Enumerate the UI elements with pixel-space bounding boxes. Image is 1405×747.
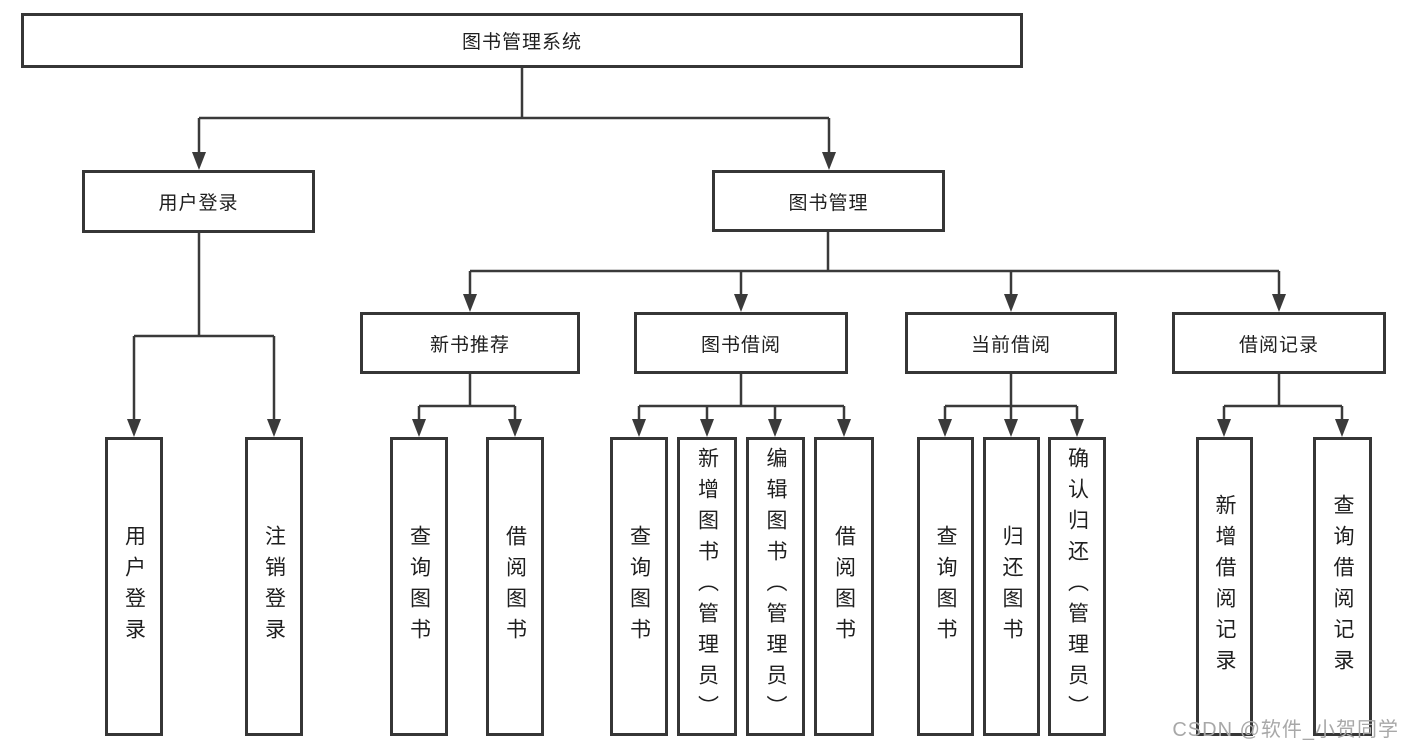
node-borrow-records: 借阅记录 xyxy=(1172,312,1386,374)
leaf-query-books-borrow: 查询图书 xyxy=(610,437,668,736)
node-book-management: 图书管理 xyxy=(712,170,945,232)
node-label: 查询图书 xyxy=(934,524,957,649)
node-label: 查询借阅记录 xyxy=(1331,493,1354,680)
leaf-edit-books-admin: 编辑图书（管理员） xyxy=(746,437,805,736)
node-label: 借阅记录 xyxy=(1238,334,1319,356)
node-label: 当前借阅 xyxy=(970,334,1051,356)
leaf-query-borrow-record: 查询借阅记录 xyxy=(1313,437,1372,736)
node-label: 图书管理系统 xyxy=(461,32,582,53)
node-book-borrow: 图书借阅 xyxy=(634,312,848,374)
node-label: 用户登录 xyxy=(158,193,239,214)
leaf-query-books-recommend: 查询图书 xyxy=(390,437,448,736)
node-label: 借阅图书 xyxy=(503,524,527,649)
node-label: 新增借阅记录 xyxy=(1213,493,1236,680)
node-label: 编辑图书（管理员） xyxy=(764,447,787,726)
node-root-library-management-system: 图书管理系统 xyxy=(21,13,1023,68)
node-label: 查询图书 xyxy=(627,524,651,649)
leaf-return-books: 归还图书 xyxy=(983,437,1040,736)
node-label: 新书推荐 xyxy=(429,334,510,356)
node-new-book-recommend: 新书推荐 xyxy=(360,312,580,374)
node-label: 归还图书 xyxy=(1000,524,1023,649)
node-label: 注销登录 xyxy=(262,524,286,649)
arrowheads xyxy=(127,152,1349,437)
leaf-borrow-books-recommend: 借阅图书 xyxy=(486,437,544,736)
node-label: 图书借阅 xyxy=(700,334,781,356)
node-user-login: 用户登录 xyxy=(82,170,315,233)
leaf-add-borrow-record: 新增借阅记录 xyxy=(1196,437,1253,736)
csdn-watermark: CSDN @软件_小贺同学 xyxy=(1172,719,1399,741)
leaf-add-books-admin: 新增图书（管理员） xyxy=(677,437,737,736)
node-label: 图书管理 xyxy=(788,192,869,214)
node-label: 确认归还（管理员） xyxy=(1065,447,1089,726)
node-label: 用户登录 xyxy=(122,524,146,649)
node-label: 新增图书（管理员） xyxy=(695,447,719,726)
node-label: 查询图书 xyxy=(407,524,431,649)
node-label: 借阅图书 xyxy=(832,524,856,649)
node-current-borrow: 当前借阅 xyxy=(905,312,1117,374)
leaf-borrow-books: 借阅图书 xyxy=(814,437,874,736)
leaf-confirm-return-admin: 确认归还（管理员） xyxy=(1048,437,1106,736)
leaf-query-books-current: 查询图书 xyxy=(917,437,974,736)
leaf-logout: 注销登录 xyxy=(245,437,303,736)
leaf-user-login: 用户登录 xyxy=(105,437,163,736)
